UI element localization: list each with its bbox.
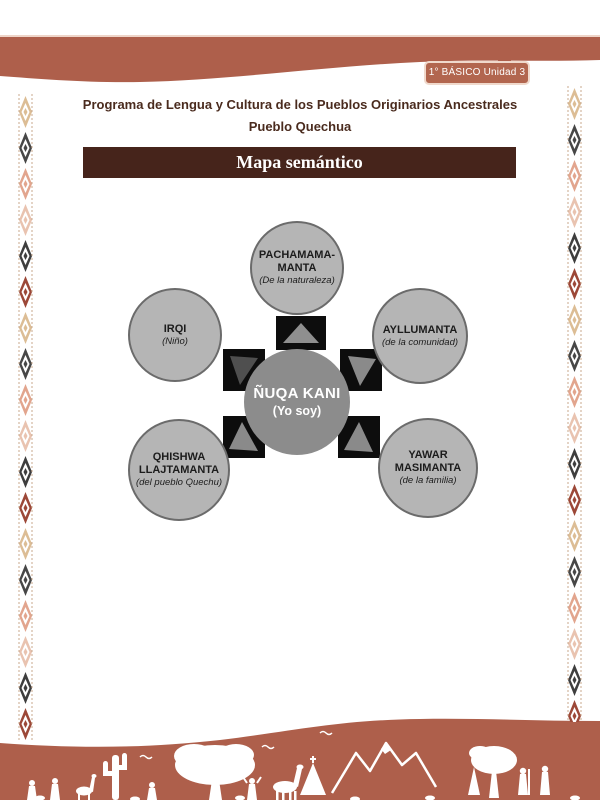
- top-wave-band: [0, 35, 600, 83]
- footer-illustration: [0, 718, 600, 800]
- node-subtitle: (Niño): [162, 335, 188, 347]
- section-title-bar: Mapa semántico: [83, 147, 516, 178]
- center-node-subtitle: (Yo soy): [272, 404, 322, 419]
- center-node-title: ÑUQA KANI: [253, 384, 341, 402]
- node-title: PACHAMAMA-MANTA: [258, 249, 336, 275]
- node-subtitle: (de la familia): [399, 475, 457, 486]
- node-title: IRQI: [163, 322, 187, 335]
- program-title: Programa de Lengua y Cultura de los Pueb…: [82, 97, 518, 112]
- node-subtitle: (de la comunidad): [381, 336, 459, 348]
- right-textile-border: [567, 86, 582, 722]
- node-irqi: IRQI (Niño): [128, 288, 222, 382]
- program-subtitle: Pueblo Quechua: [248, 119, 352, 134]
- node-title: AYLLUMANTA: [382, 323, 458, 336]
- node-qhishwa-llajtamanta: QHISHWA LLAJTAMANTA (del pueblo Quechu): [128, 419, 230, 521]
- node-title: QHISHWA LLAJTAMANTA: [138, 451, 220, 477]
- connector-top-arrow-icon: [276, 316, 326, 350]
- left-textile-border: [18, 94, 33, 742]
- connector-upper-right-arrow-icon: [340, 349, 382, 391]
- unit-badge: 1° BÁSICO Unidad 3: [424, 61, 530, 85]
- node-subtitle: (De la naturaleza): [259, 275, 335, 286]
- node-pachamamamanta: PACHAMAMA-MANTA (De la naturaleza): [250, 221, 344, 315]
- node-ayllumanta: AYLLUMANTA (de la comunidad): [372, 288, 468, 384]
- node-title: YAWAR MASIMANTA: [394, 449, 462, 475]
- node-nuqa-kani-center: ÑUQA KANI (Yo soy): [244, 349, 350, 455]
- node-yawar-masimanta: YAWAR MASIMANTA (de la familia): [378, 418, 478, 518]
- node-subtitle: (del pueblo Quechu): [135, 477, 223, 488]
